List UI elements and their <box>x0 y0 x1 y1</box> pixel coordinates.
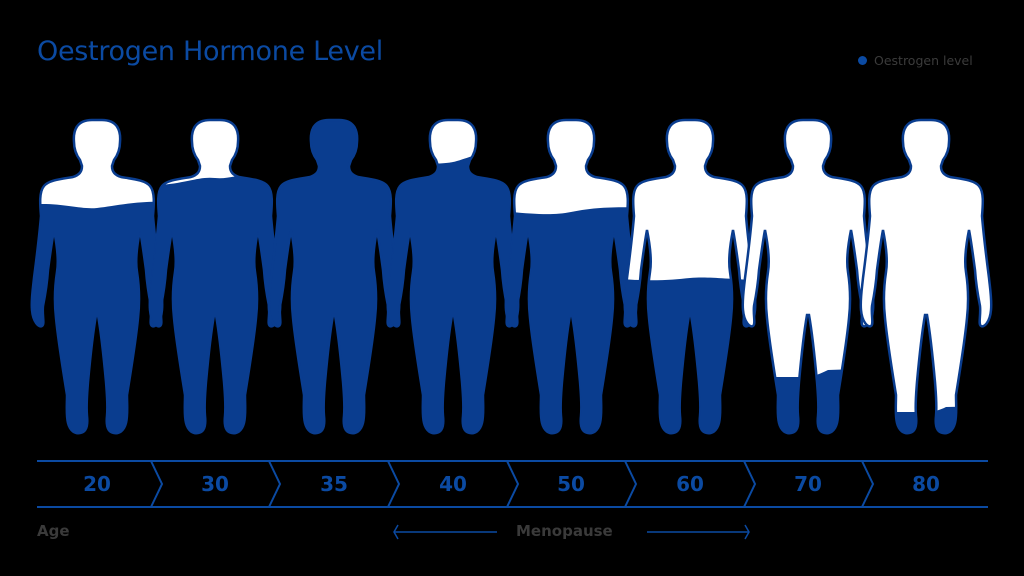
legend-dot-icon <box>858 56 867 65</box>
chart-title: Oestrogen Hormone Level <box>37 36 383 67</box>
age-label-20: 20 <box>83 472 111 496</box>
age-label-40: 40 <box>439 472 467 496</box>
figure-age-35 <box>267 118 401 435</box>
figure-age-80 <box>859 118 993 435</box>
menopause-arrow <box>393 524 750 540</box>
age-label-50: 50 <box>557 472 585 496</box>
age-label-60: 60 <box>676 472 704 496</box>
legend: Oestrogen level <box>858 53 973 68</box>
age-label-80: 80 <box>912 472 940 496</box>
age-label-35: 35 <box>320 472 348 496</box>
age-axis-label: Age <box>37 522 70 540</box>
age-label-70: 70 <box>794 472 822 496</box>
menopause-label: Menopause <box>516 522 613 540</box>
age-timeline <box>37 460 988 508</box>
legend-label: Oestrogen level <box>874 53 973 68</box>
age-label-30: 30 <box>201 472 229 496</box>
